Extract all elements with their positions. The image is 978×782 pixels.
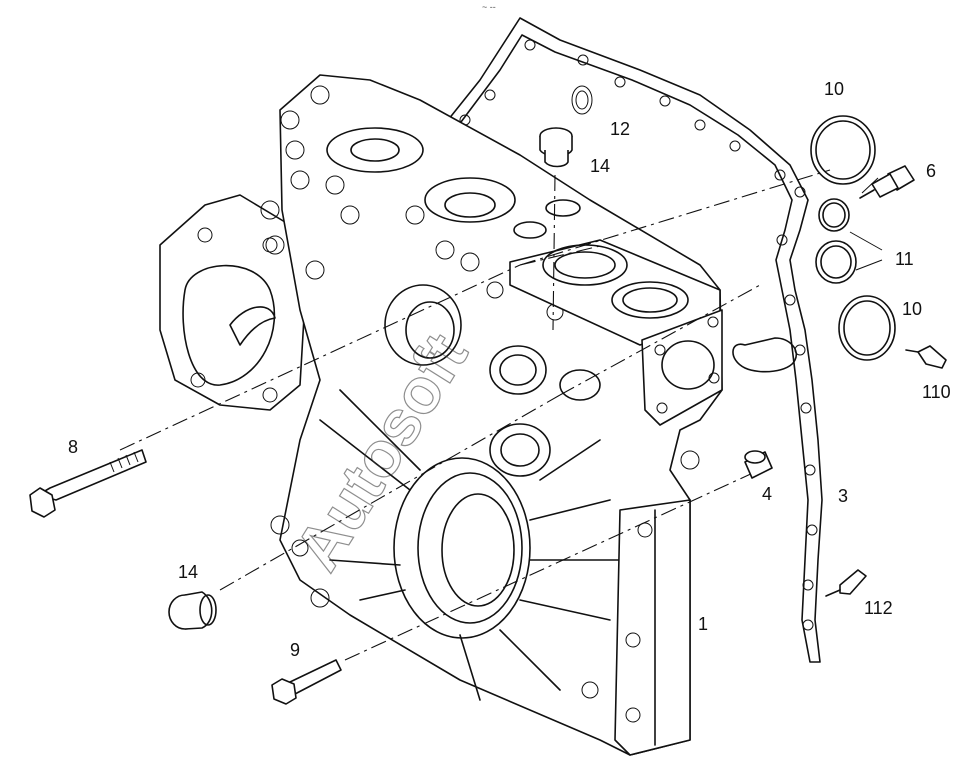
timing-cover-part-1 xyxy=(159,74,723,756)
callout-labels: 10 12 6 14 11 10 110 8 4 3 14 112 1 9 xyxy=(68,79,951,660)
callout-8: 8 xyxy=(68,437,78,457)
callout-110: 110 xyxy=(922,382,951,402)
callout-112: 112 xyxy=(864,598,893,618)
dowel-part-4 xyxy=(744,450,773,479)
callout-4: 4 xyxy=(762,484,772,504)
callout-9: 9 xyxy=(290,640,300,660)
callout-10-top: 10 xyxy=(824,79,844,99)
o-rings-parts-10-11 xyxy=(810,115,896,361)
short-bolt-part-9 xyxy=(271,659,342,705)
leader-lines xyxy=(861,177,879,194)
sensor-part-6 xyxy=(859,165,915,199)
callout-10-lower: 10 xyxy=(902,299,922,319)
callout-1: 1 xyxy=(698,614,708,634)
callout-14-top: 14 xyxy=(590,156,610,176)
callout-11: 11 xyxy=(895,249,914,269)
long-bolt-part-8 xyxy=(29,449,147,518)
header-mark: ~ -- xyxy=(482,2,496,12)
callout-3: 3 xyxy=(838,486,848,506)
callout-6: 6 xyxy=(926,161,936,181)
sealant-tube-part-112 xyxy=(825,569,867,597)
plug-part-12 xyxy=(539,127,573,168)
callout-14-lower: 14 xyxy=(178,562,198,582)
callout-12: 12 xyxy=(610,119,630,139)
sealant-tube-part-110 xyxy=(905,345,947,369)
gasket-part-3 xyxy=(447,17,823,663)
assembly-lines xyxy=(119,169,831,661)
plug-part-14-lower xyxy=(168,591,217,630)
